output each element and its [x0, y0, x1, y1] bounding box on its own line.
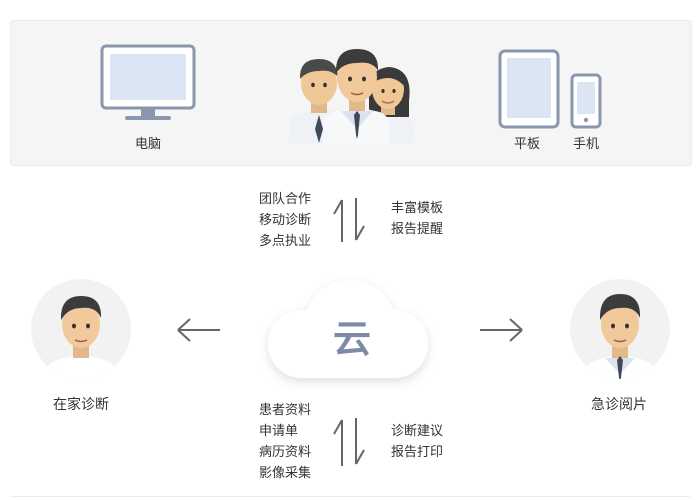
bidirectional-arrow-icon — [330, 414, 370, 470]
doctor-avatar-icon — [569, 278, 671, 380]
tablet-icon — [498, 49, 560, 129]
cloud-icon — [258, 270, 438, 390]
right-node-label: 急诊阅片 — [591, 397, 647, 413]
right-arrow-icon — [476, 316, 526, 344]
computer-label: 电脑 — [134, 137, 162, 152]
feature-item: 移动诊断 — [259, 213, 312, 228]
tablet-label: 平板 — [513, 137, 541, 152]
top-left-features: 团队合作 移动诊断 多点执业 — [259, 189, 311, 252]
feature-item: 报告提醒 — [391, 222, 444, 237]
feature-item: 患者资料 — [259, 403, 312, 418]
bidirectional-arrow-icon — [330, 194, 370, 246]
cloud-glyph: 云 — [332, 317, 371, 361]
computer-icon — [99, 43, 197, 123]
devices-panel: 电脑 — [10, 20, 692, 166]
bottom-left-features: 患者资料 申请单 病历资料 影像采集 — [259, 400, 311, 484]
phone-label: 手机 — [572, 137, 600, 152]
left-node-label: 在家诊断 — [53, 397, 109, 413]
bottom-right-features: 诊断建议 报告打印 — [391, 421, 443, 463]
phone-icon — [570, 73, 602, 129]
divider — [10, 496, 690, 497]
feature-item: 病历资料 — [259, 445, 312, 460]
left-arrow-icon — [174, 316, 224, 344]
feature-item: 诊断建议 — [391, 424, 444, 439]
feature-item: 多点执业 — [259, 234, 312, 249]
doctors-group-icon — [285, 39, 415, 143]
feature-item: 报告打印 — [391, 445, 444, 460]
feature-item: 影像采集 — [259, 466, 312, 481]
feature-item: 申请单 — [259, 424, 299, 439]
top-right-features: 丰富模板 报告提醒 — [391, 198, 443, 240]
feature-item: 团队合作 — [259, 192, 312, 207]
feature-item: 丰富模板 — [391, 201, 444, 216]
patient-avatar-icon — [30, 278, 132, 380]
